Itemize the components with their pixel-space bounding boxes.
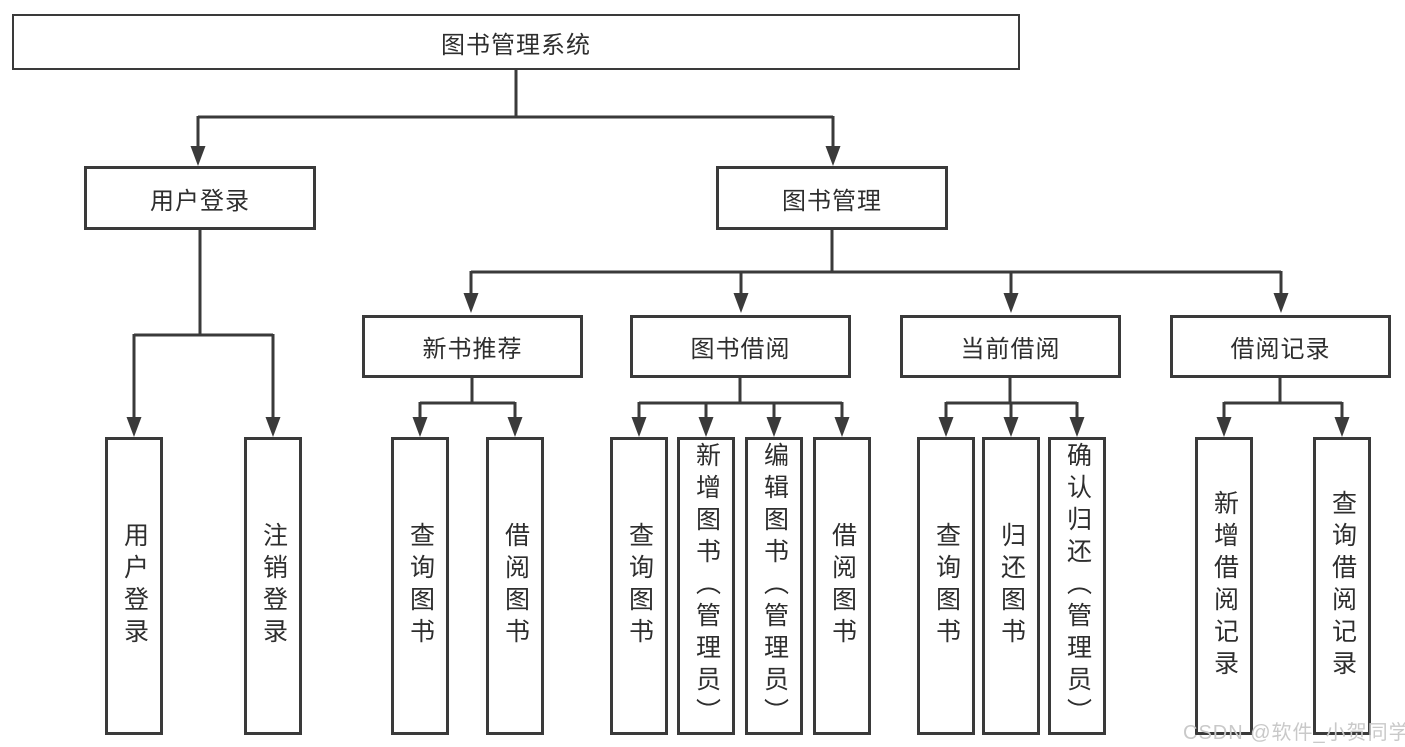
leaf-user-login-label: 用户登录 — [120, 522, 149, 650]
leaf-return-books: 归还图书 — [982, 437, 1040, 735]
csdn-watermark: CSDN @软件_小贺同学 — [1183, 722, 1405, 744]
node-library-system: 图书管理系统 — [12, 14, 1020, 70]
node-new-book-recommend-label: 新书推荐 — [422, 336, 523, 363]
node-borrowing-records-label: 借阅记录 — [1230, 336, 1331, 363]
node-user-login-label: 用户登录 — [150, 187, 250, 215]
leaf-query-books-recommend: 查询图书 — [391, 437, 449, 735]
leaf-query-books-borrowing: 查询图书 — [610, 437, 668, 735]
leaf-logout-login-label: 注销登录 — [259, 522, 288, 650]
node-current-borrowing-label: 当前借阅 — [960, 336, 1061, 363]
leaf-add-borrow-record: 新增借阅记录 — [1195, 437, 1253, 735]
leaf-query-books-current: 查询图书 — [917, 437, 975, 735]
leaf-logout-login: 注销登录 — [244, 437, 302, 735]
leaf-user-login: 用户登录 — [105, 437, 163, 735]
leaf-borrow-books-recommend: 借阅图书 — [486, 437, 544, 735]
leaf-edit-books-admin-label: 编辑图书（管理员） — [760, 442, 789, 730]
leaf-query-books-recommend-label: 查询图书 — [406, 522, 435, 650]
node-book-borrowing: 图书借阅 — [630, 315, 851, 378]
leaf-borrow-books-borrowing: 借阅图书 — [813, 437, 871, 735]
leaf-query-borrow-record: 查询借阅记录 — [1313, 437, 1371, 735]
leaf-query-books-borrowing-label: 查询图书 — [625, 522, 654, 650]
node-user-login: 用户登录 — [84, 166, 316, 230]
leaf-edit-books-admin: 编辑图书（管理员） — [745, 437, 803, 735]
leaf-query-books-current-label: 查询图书 — [932, 522, 961, 650]
leaf-query-borrow-record-label: 查询借阅记录 — [1328, 490, 1357, 682]
leaf-confirm-return-admin-label: 确认归还（管理员） — [1063, 442, 1092, 730]
node-book-management-label: 图书管理 — [782, 187, 882, 215]
leaf-confirm-return-admin: 确认归还（管理员） — [1048, 437, 1106, 735]
leaf-add-books-admin: 新增图书（管理员） — [677, 437, 735, 735]
node-book-management: 图书管理 — [716, 166, 948, 230]
leaf-borrow-books-recommend-label: 借阅图书 — [501, 522, 530, 650]
leaf-return-books-label: 归还图书 — [997, 522, 1026, 650]
leaf-borrow-books-borrowing-label: 借阅图书 — [828, 522, 857, 650]
node-borrowing-records: 借阅记录 — [1170, 315, 1391, 378]
leaf-add-borrow-record-label: 新增借阅记录 — [1210, 490, 1239, 682]
node-current-borrowing: 当前借阅 — [900, 315, 1121, 378]
leaf-add-books-admin-label: 新增图书（管理员） — [692, 442, 721, 730]
node-new-book-recommend: 新书推荐 — [362, 315, 583, 378]
node-book-borrowing-label: 图书借阅 — [690, 336, 791, 363]
node-library-system-label: 图书管理系统 — [441, 31, 591, 59]
